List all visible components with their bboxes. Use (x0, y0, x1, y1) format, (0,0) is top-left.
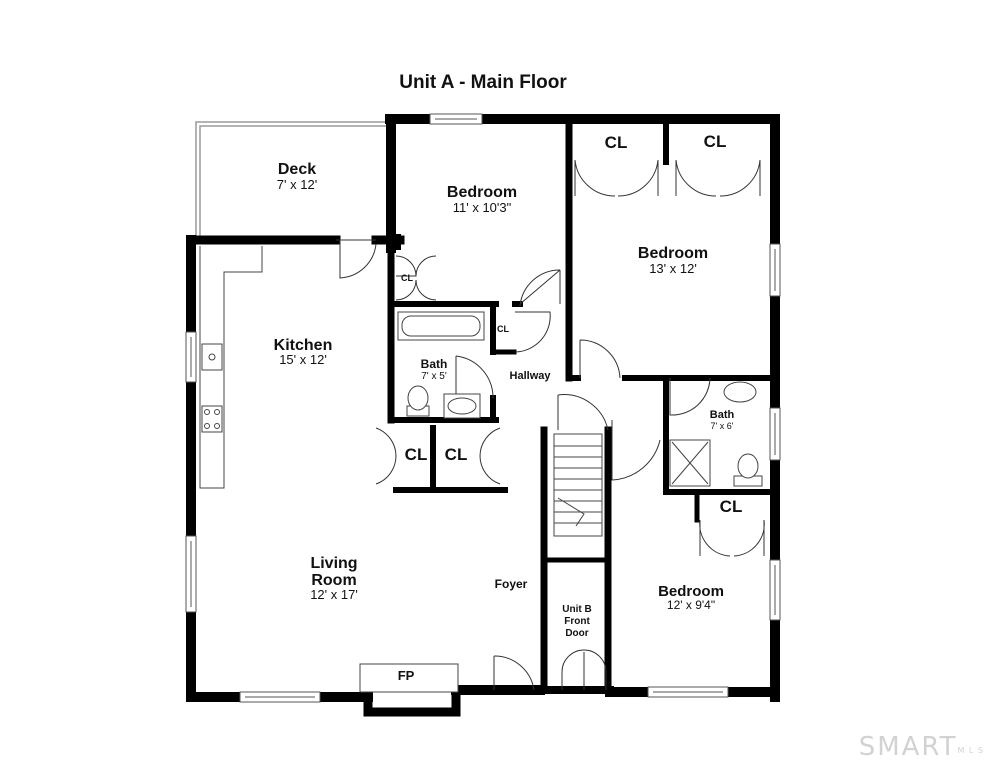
closet-label-living-left: CL (404, 445, 428, 464)
fireplace-label: FP (397, 668, 415, 683)
stairs (553, 433, 603, 537)
deck-outline (195, 121, 392, 240)
kitchen-name: Kitchen (273, 337, 333, 354)
smart-mls-watermark: SMARTM L S (859, 732, 984, 762)
bedroom2-dims: 13' x 12' (649, 261, 697, 276)
bedroom3-dims: 12' x 9'4" (666, 598, 716, 612)
bedroom3-name: Bedroom (658, 583, 724, 600)
living-name-line1: Living (310, 555, 358, 572)
bath1-dims: 7' x 5' (421, 371, 447, 382)
closet-label-bedroom2-left: CL (604, 133, 628, 152)
closet-label-bedroom1: CL (401, 273, 413, 283)
watermark-brand: SMART (858, 732, 958, 762)
kitchen-dims: 15' x 12' (279, 352, 327, 367)
watermark-suffix: M L S (957, 746, 984, 755)
bath1-name: Bath (420, 357, 448, 371)
deck-name: Deck (277, 161, 317, 178)
closet-label-bedroom3: CL (719, 497, 743, 516)
bedroom1-name: Bedroom (446, 184, 518, 201)
unit-b-line2: Front (564, 616, 590, 627)
unit-b-line1: Unit B (562, 604, 592, 615)
fireplace (359, 663, 459, 693)
unit-b-line3: Door (565, 628, 589, 639)
hallway-label: Hallway (509, 370, 551, 382)
bath2-sink-icon (723, 381, 757, 403)
fixtures (199, 246, 763, 693)
living-name-line2: Room (311, 572, 357, 589)
bath2-name: Bath (709, 409, 735, 421)
deck-dims: 7' x 12' (276, 177, 318, 192)
bedroom1-dims: 11' x 10'3" (452, 200, 512, 215)
bedroom2-name: Bedroom (637, 245, 709, 262)
windows (185, 113, 781, 703)
bath2-dims: 7' x 6' (710, 421, 734, 431)
closet-label-living-right: CL (444, 445, 468, 464)
closet-label-bedroom2-right: CL (703, 132, 727, 151)
foyer-label: Foyer (494, 577, 528, 591)
closet-label-hallway: CL (497, 324, 509, 334)
living-dims: 12' x 17' (310, 587, 358, 602)
doors (336, 159, 765, 691)
plan-title: Unit A - Main Floor (399, 72, 567, 93)
